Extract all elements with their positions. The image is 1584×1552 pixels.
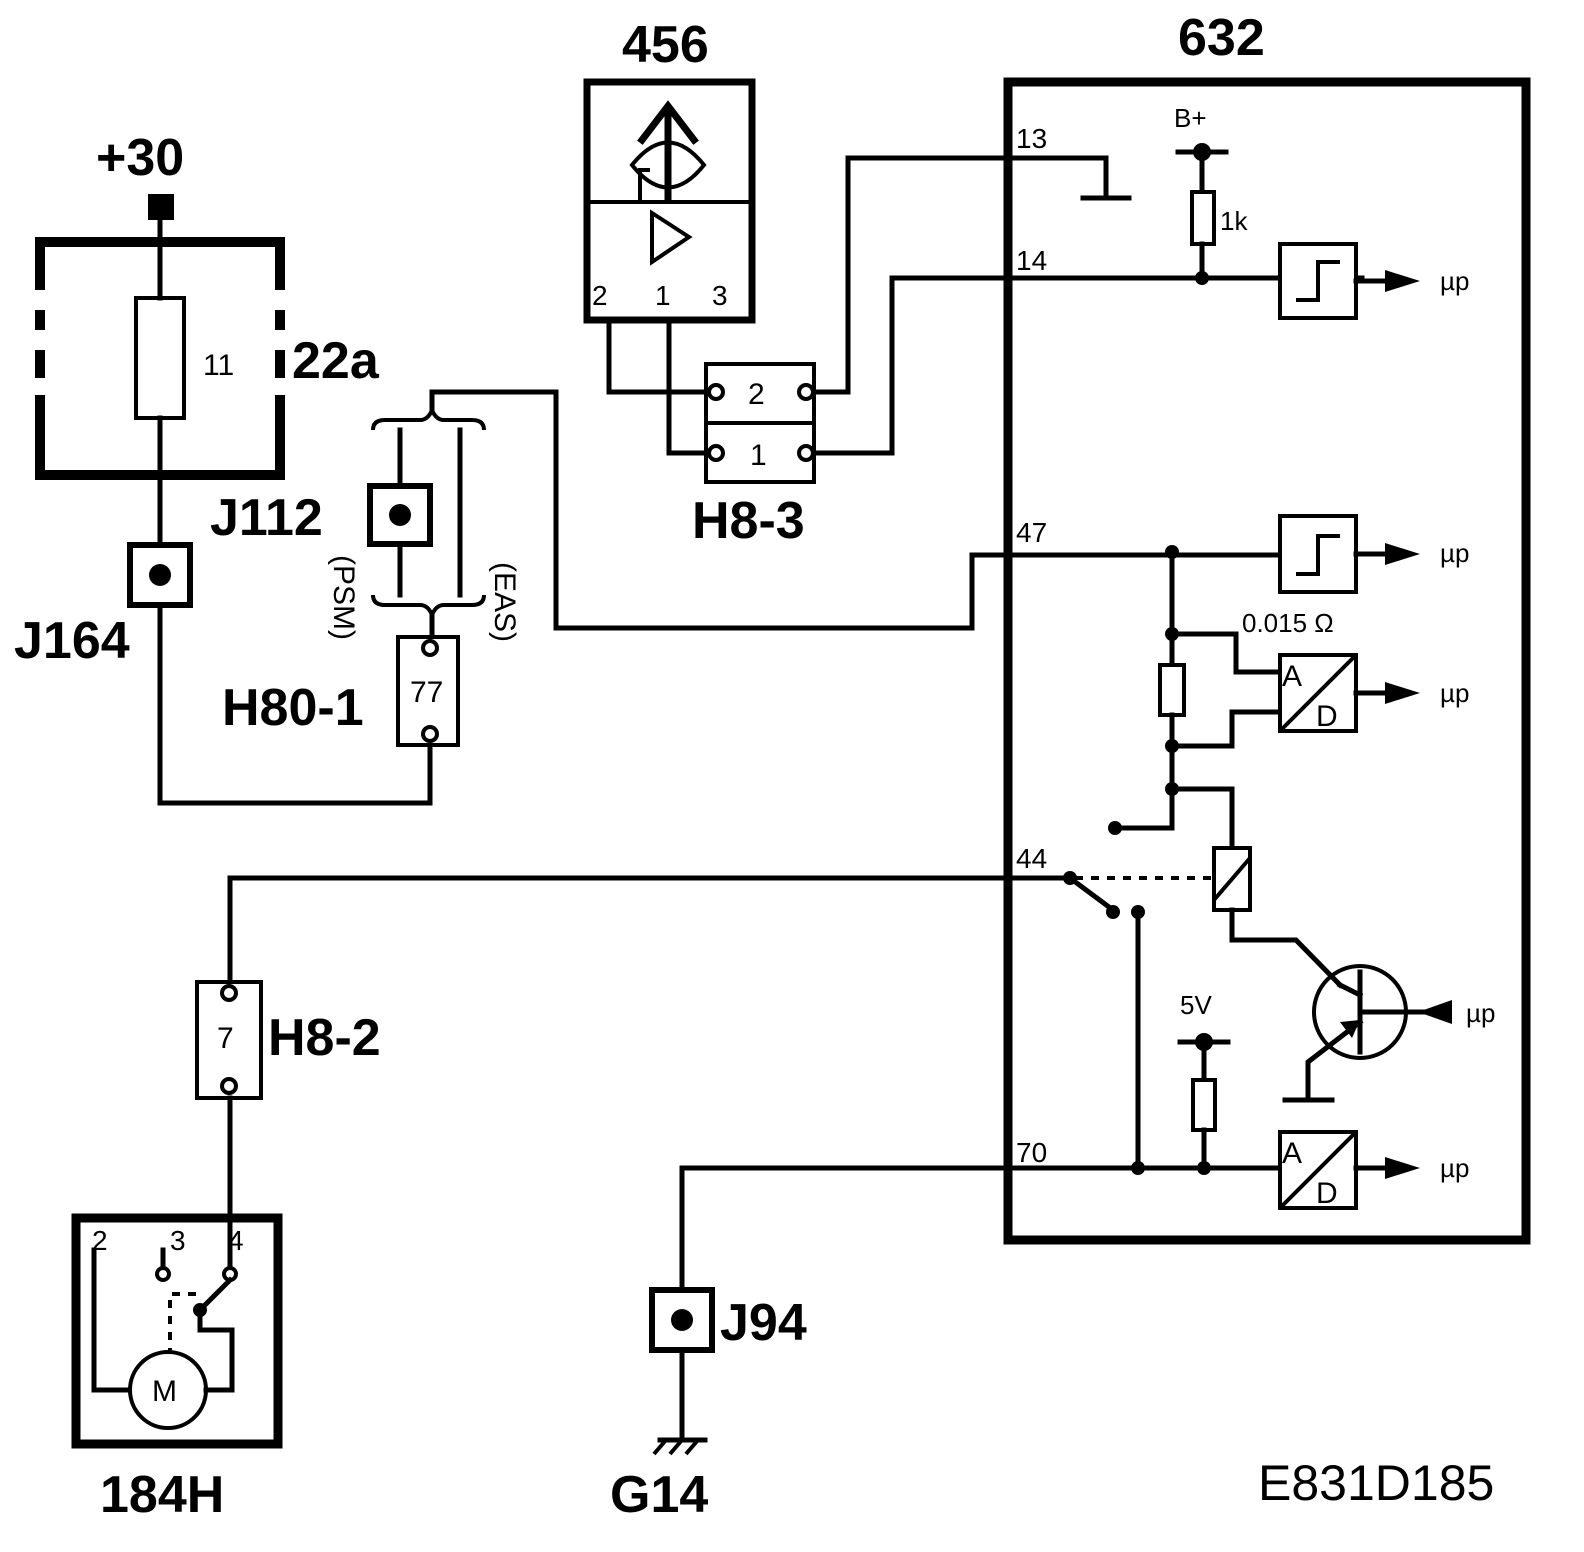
brace-top: [371, 404, 486, 431]
up-label-2: µp: [1440, 538, 1469, 568]
resistor-1k-label: 1k: [1220, 206, 1248, 236]
motor-pin-4: 4: [228, 1225, 244, 1256]
variant-eas-label: (EAS): [488, 562, 521, 642]
motor-unit-184h: 2 3 4 M 184H: [71, 1213, 283, 1524]
resistor-1k: [1190, 190, 1216, 246]
pin-70: 70: [1016, 1137, 1047, 1168]
connector-h8-3-pin2: 2: [748, 378, 765, 411]
up-label-5: µp: [1440, 1153, 1469, 1183]
control-unit-632: 632 13 14 47 44 70: [1003, 9, 1531, 1245]
control-unit-label: 632: [1178, 9, 1265, 67]
up-label-3: µp: [1440, 678, 1469, 708]
pin-14: 14: [1016, 245, 1047, 276]
five-volt-label: 5V: [1180, 990, 1212, 1020]
junction-j112: J112: [210, 483, 433, 547]
junction-j94-label: J94: [720, 1294, 807, 1352]
connector-h8-2: 7 H8-2: [195, 980, 381, 1100]
connector-h80-pin: 77: [410, 676, 443, 709]
brace-bottom: [371, 594, 486, 621]
bplus-label: B+: [1174, 103, 1207, 133]
pin-13: 13: [1016, 123, 1047, 154]
resistor-5v: [1191, 1078, 1217, 1132]
sensor-456: 456 2 1 3: [583, 16, 756, 324]
connector-h8-3: 2 1 H8-3: [692, 362, 816, 550]
ground-label: G14: [610, 1466, 708, 1524]
adc2-a: A: [1282, 1137, 1302, 1170]
shunt-resistor: [1158, 663, 1186, 717]
supply-label: +30: [96, 129, 184, 187]
junction-j164-label: J164: [14, 612, 130, 670]
connector-h80-label: H80-1: [222, 679, 364, 737]
ground-g14: G14: [610, 1437, 708, 1524]
pin-44: 44: [1016, 843, 1047, 874]
connector-h8-2-label: H8-2: [268, 1009, 381, 1067]
transistor: [1282, 964, 1443, 1103]
connector-h80-1: 77 H80-1: [222, 635, 460, 747]
adc2-d: D: [1316, 1177, 1338, 1210]
connector-h8-2-pin: 7: [217, 1022, 234, 1055]
junction-j94: J94: [649, 1287, 807, 1353]
motor-pin-3: 3: [170, 1225, 186, 1256]
adc1-a: A: [1282, 660, 1302, 693]
sensor-pin-1: 1: [655, 280, 671, 311]
up-label-1: µp: [1440, 266, 1469, 296]
schmitt-trigger-1: [1278, 242, 1358, 320]
up-label-4: µp: [1466, 998, 1495, 1028]
junction-j164: J164: [14, 542, 193, 670]
connector-h8-3-pin1: 1: [750, 439, 767, 472]
supply-terminal: +30: [96, 129, 184, 220]
diagram-code: E831D185: [1258, 1455, 1494, 1511]
fuse-element: [134, 296, 186, 420]
junction-j112-label: J112: [210, 489, 323, 547]
sensor-pin-2: 2: [592, 280, 608, 311]
shunt-label: 0.015 Ω: [1242, 608, 1334, 638]
schmitt-trigger-2: [1278, 514, 1358, 594]
motor-symbol: M: [152, 1375, 177, 1408]
variant-psm-label: (PSM): [327, 555, 360, 640]
adc-2: A D: [1278, 1130, 1358, 1210]
motor-unit-label: 184H: [100, 1466, 224, 1524]
adc1-d: D: [1316, 700, 1338, 733]
fuse-box-22a: 11 22a: [35, 237, 380, 480]
fuse-box-label: 22a: [292, 332, 380, 390]
pin-47: 47: [1016, 517, 1047, 548]
sensor-pin-3: 3: [712, 280, 728, 311]
fuse-number: 11: [203, 349, 234, 382]
adc-1: A D: [1278, 653, 1358, 733]
connector-h8-3-label: H8-3: [692, 492, 805, 550]
sensor-456-label: 456: [622, 16, 709, 74]
